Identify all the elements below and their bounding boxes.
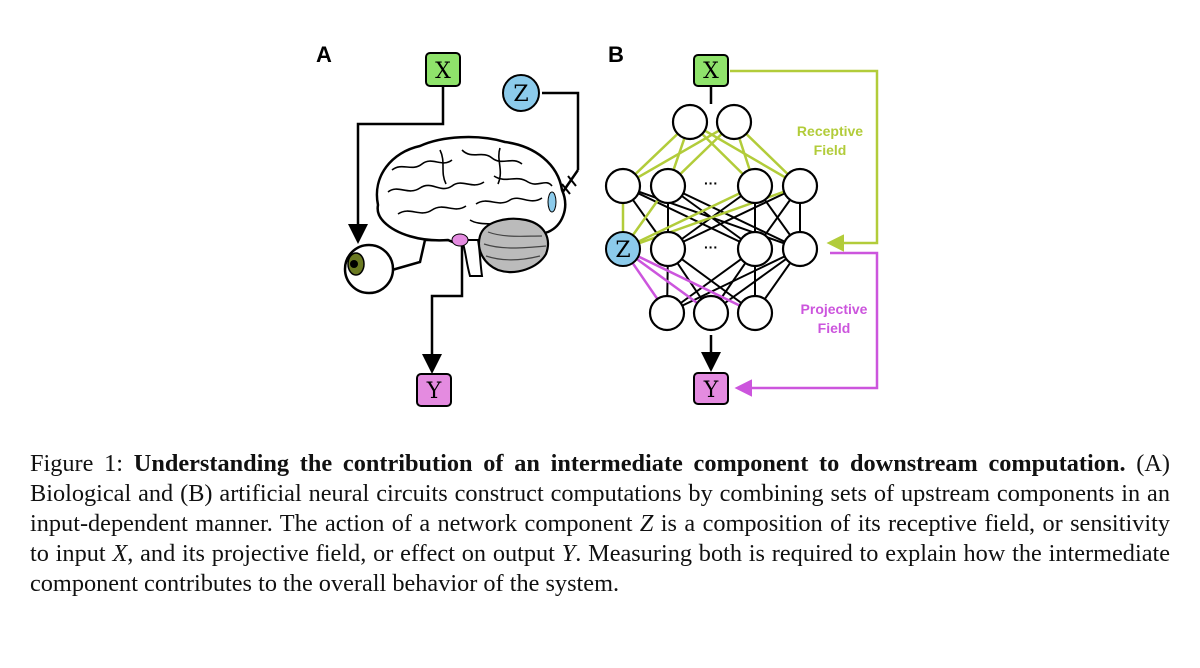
projective-field-label-line2: Field	[818, 320, 851, 336]
receptive-field-arrow	[730, 69, 879, 252]
projective-field-label-line1: Projective	[801, 301, 868, 317]
caption-text-3: , and its projective field, or effect on…	[127, 540, 555, 567]
neuron	[671, 103, 709, 141]
panel-b-z-label: Z	[615, 238, 630, 263]
receptive-edge	[622, 184, 756, 251]
neuron	[692, 294, 730, 332]
panel-b-letter: B	[608, 42, 624, 67]
receptive-field-label-line2: Field	[814, 142, 847, 158]
neuron	[649, 167, 687, 205]
neuron	[736, 294, 774, 332]
panel-b-z-node: Z	[605, 231, 641, 267]
panel-b-y-label: Y	[703, 378, 719, 403]
network-edge	[667, 185, 801, 250]
projective-field-arrow	[734, 251, 879, 397]
network-edge	[710, 248, 801, 314]
panel-a-letter: A	[316, 42, 332, 67]
neuron	[736, 167, 774, 205]
layer-ellipsis-mid: ···	[704, 239, 718, 255]
figure-caption: Figure 1: Understanding the contribution…	[30, 449, 1170, 599]
neuron	[736, 230, 774, 268]
caption-text-1: (A) Biological and (B) artificial neural…	[30, 450, 1170, 537]
caption-var-y: Y	[561, 540, 576, 567]
neuron	[649, 230, 687, 268]
receptive-field-label-line1: Receptive	[797, 123, 863, 139]
caption-var-x: X	[112, 540, 128, 567]
neuron	[781, 167, 819, 205]
neuron	[715, 103, 753, 141]
caption-text-2: is a composition of its receptive field,…	[30, 510, 1170, 567]
brain-to-y-wire	[422, 245, 464, 374]
receptive-edge	[622, 184, 801, 251]
panel-a-x-label: X	[435, 59, 451, 84]
network-neurons	[604, 103, 819, 332]
panel-b-x-label: X	[703, 59, 719, 84]
projective-edge	[622, 247, 712, 315]
layer-ellipsis-top: ···	[704, 175, 718, 191]
brain-icon	[375, 135, 567, 277]
neuron	[604, 167, 642, 205]
neuron	[781, 230, 819, 268]
z-electrode-wire	[542, 91, 580, 170]
receptive-edge	[622, 120, 735, 188]
caption-var-z: Z	[639, 510, 654, 537]
panel-b-y-node: Y	[693, 372, 729, 405]
x-to-eye-wire	[348, 86, 445, 244]
eye-to-brain-wire	[391, 238, 455, 272]
network-edge	[666, 248, 801, 314]
panel-a-y-node: Y	[416, 373, 452, 407]
panel-b-x-node: X	[693, 54, 729, 87]
panel-a: A	[316, 42, 580, 407]
panel-a-y-label: Y	[426, 379, 442, 404]
figure-label: Figure 1:	[30, 450, 124, 477]
figure-1-diagram: A	[316, 42, 879, 407]
projective-edge	[622, 247, 756, 315]
panel-a-x-node: X	[425, 52, 461, 87]
caption-text-4: . Measuring both is required to explain …	[30, 540, 1171, 597]
panel-a-z-node: Z	[502, 74, 540, 112]
panel-b: B ··· ··· Z X Y Receptive Field Pr	[604, 42, 879, 405]
neuron	[648, 294, 686, 332]
panel-a-z-label: Z	[513, 82, 528, 107]
eye-icon	[343, 243, 395, 295]
caption-title: Understanding the contribution of an int…	[133, 450, 1126, 477]
network-edge	[666, 248, 756, 314]
